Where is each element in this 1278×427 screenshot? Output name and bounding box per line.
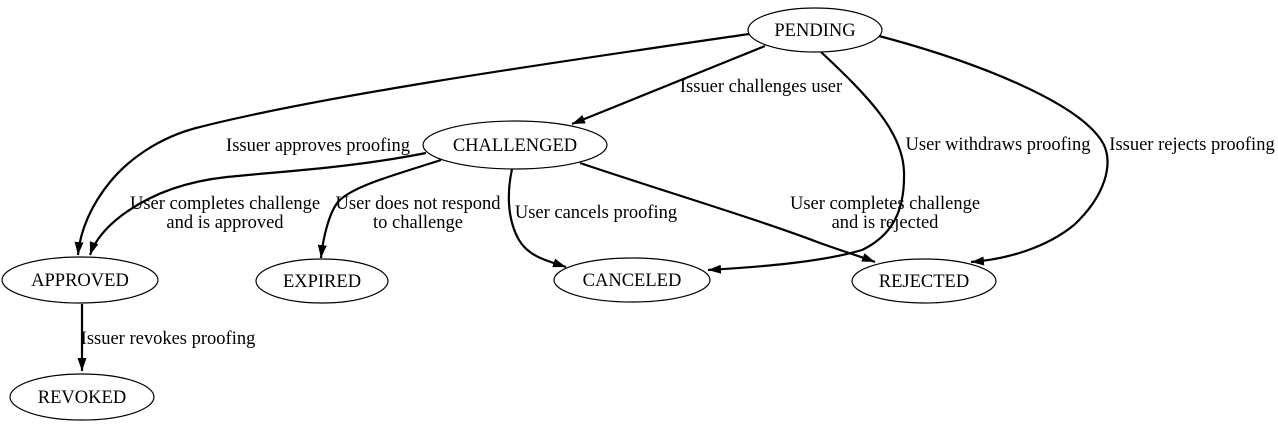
- node-revoked-label: REVOKED: [38, 388, 126, 408]
- node-rejected-ellipse: [851, 258, 997, 304]
- edge-label-line: and is approved: [166, 213, 284, 233]
- node-pending: PENDING: [747, 7, 883, 53]
- edge-label-approved-revoked: Issuer revokes proofing: [81, 329, 256, 349]
- edge-label-line: Issuer rejects proofing: [1109, 135, 1274, 155]
- edge-label-line: Issuer challenges user: [680, 77, 842, 97]
- node-revoked: REVOKED: [9, 373, 155, 421]
- node-canceled-label: CANCELED: [583, 271, 682, 291]
- edge-label-line: and is rejected: [832, 213, 940, 233]
- node-approved: APPROVED: [1, 256, 159, 304]
- node-approved-label: APPROVED: [31, 271, 129, 291]
- node-challenged-label: CHALLENGED: [453, 136, 577, 156]
- node-canceled-ellipse: [553, 257, 711, 303]
- edge-label-line: Issuer revokes proofing: [81, 329, 256, 349]
- edge-label-line: to challenge: [373, 213, 463, 233]
- edge-challenged-approved: [88, 151, 427, 256]
- node-pending-ellipse: [747, 7, 883, 53]
- edge-label-pending-rejected: Issuer rejects proofing: [1109, 135, 1274, 155]
- node-rejected: REJECTED: [851, 258, 997, 304]
- edge-label-line: User cancels proofing: [515, 203, 677, 223]
- edge-label-pending-challenged: Issuer challenges user: [680, 77, 842, 97]
- node-expired-ellipse: [255, 258, 389, 304]
- edge-pending-approved: [74, 32, 750, 256]
- edge-pending-challenged: [571, 44, 766, 126]
- node-challenged-ellipse: [422, 120, 608, 170]
- edge-challenged-expired: [317, 158, 442, 259]
- edge-label-pending-canceled: User withdraws proofing: [906, 135, 1091, 155]
- edge-pending-rejected: [878, 34, 1109, 266]
- edge-challenged-canceled: [507, 168, 567, 269]
- node-expired: EXPIRED: [255, 258, 389, 304]
- edge-label-pending-approved: Issuer approves proofing: [226, 136, 410, 156]
- edge-label-line: User does not respond: [336, 194, 502, 214]
- node-canceled: CANCELED: [553, 257, 711, 303]
- edge-pending-canceled: [707, 51, 906, 274]
- node-rejected-label: REJECTED: [879, 272, 969, 292]
- edge-label-line: User completes challenge: [130, 194, 320, 214]
- node-approved-ellipse: [1, 256, 159, 304]
- edge-label-line: User completes challenge: [790, 194, 980, 214]
- node-revoked-ellipse: [9, 373, 155, 421]
- edge-label-line: Issuer approves proofing: [226, 136, 410, 156]
- edge-label-challenged-canceled: User cancels proofing: [515, 203, 677, 223]
- node-pending-label: PENDING: [774, 21, 855, 41]
- edge-label-line: User withdraws proofing: [906, 135, 1091, 155]
- edge-challenged-rejected: [579, 161, 876, 264]
- node-expired-label: EXPIRED: [283, 272, 361, 292]
- node-challenged: CHALLENGED: [422, 120, 608, 170]
